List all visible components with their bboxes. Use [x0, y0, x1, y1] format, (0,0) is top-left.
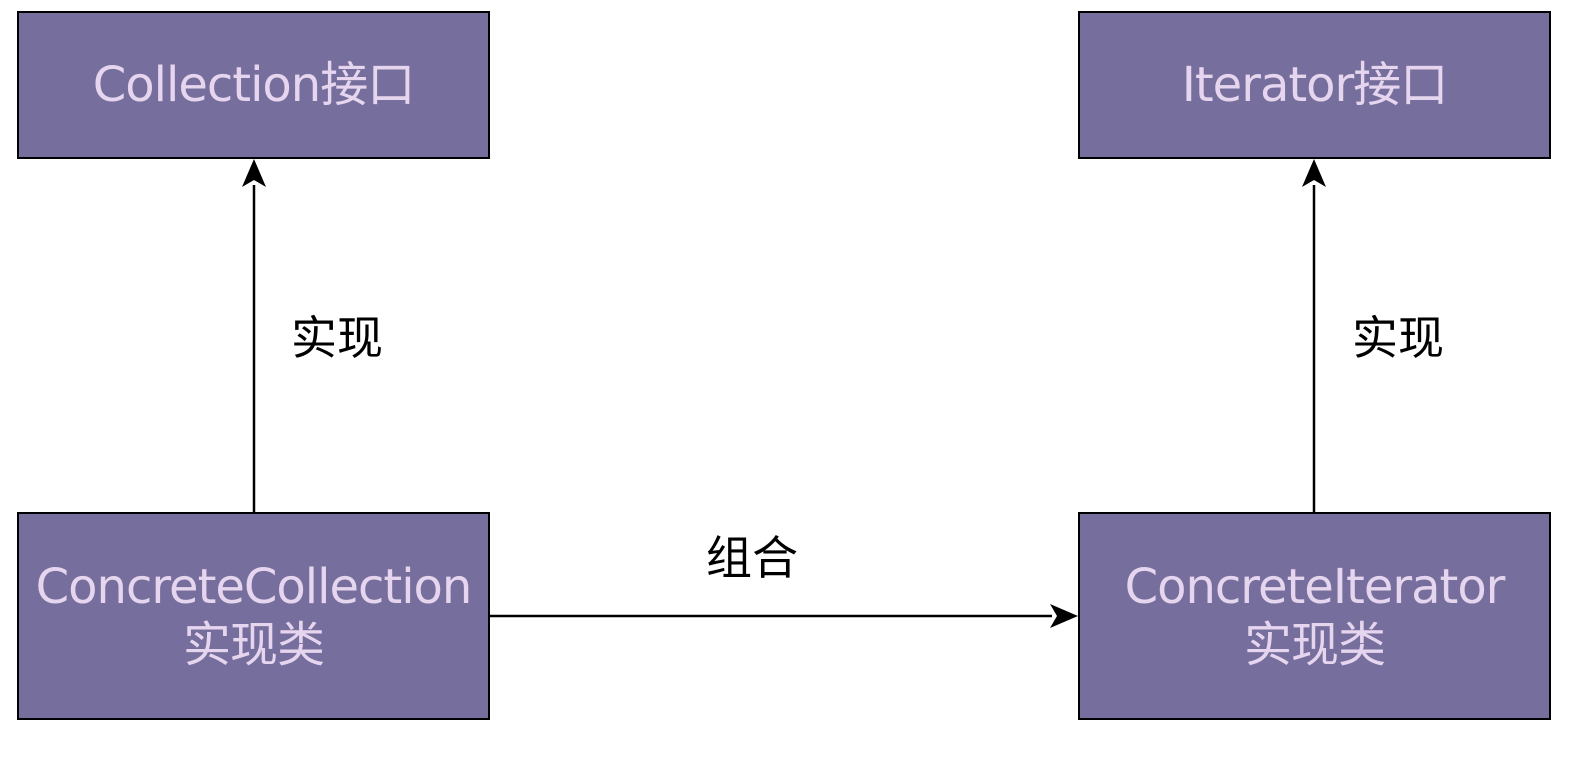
concrete-collection-kind: 实现类 [182, 617, 325, 673]
concrete-iterator-kind: 实现类 [1243, 617, 1386, 673]
composition-arrowhead [1050, 604, 1078, 628]
concrete-iterator-name: ConcreteIterator [1124, 559, 1506, 615]
concrete-collection-node: ConcreteCollection 实现类 [17, 512, 490, 720]
iterator-implements-arrowhead [1302, 159, 1326, 187]
collection-implements-label: 实现 [291, 311, 383, 365]
collection-implements-arrowhead [242, 159, 266, 187]
iterator-interface-label: Iterator接口 [1181, 57, 1449, 113]
collection-interface-node: Collection接口 [17, 11, 490, 159]
iterator-interface-node: Iterator接口 [1078, 11, 1551, 159]
concrete-iterator-node: ConcreteIterator 实现类 [1078, 512, 1551, 720]
iterator-implements-label: 实现 [1352, 311, 1444, 365]
collection-interface-label: Collection接口 [92, 57, 415, 113]
concrete-collection-name: ConcreteCollection [35, 559, 473, 615]
composition-label: 组合 [706, 531, 798, 585]
